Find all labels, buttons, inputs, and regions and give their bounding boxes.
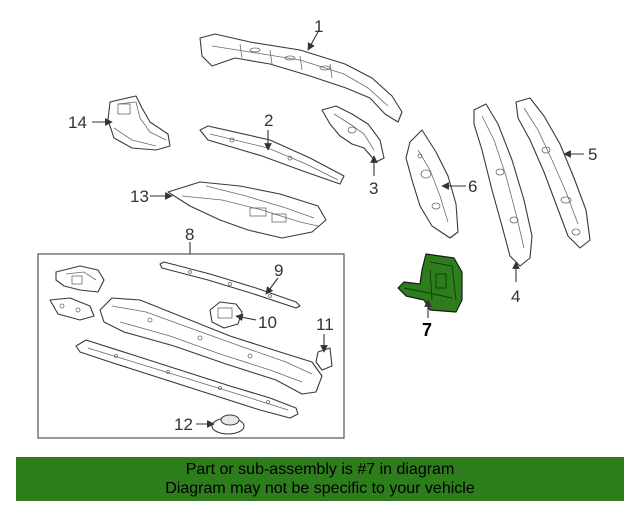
part-4-pillar[interactable] <box>473 103 533 267</box>
banner-line-2: Diagram may not be specific to your vehi… <box>165 480 475 497</box>
notice-banner: Part or sub-assembly is #7 in diagram Di… <box>16 457 624 501</box>
callout-9: 9 <box>274 261 283 280</box>
part-10-plate[interactable] <box>209 301 243 329</box>
part-11-clip[interactable] <box>315 347 333 371</box>
part-2-rail[interactable] <box>199 125 345 185</box>
callout-8: 8 <box>185 225 194 244</box>
callout-2: 2 <box>264 111 273 130</box>
part-1-rail[interactable] <box>199 33 403 123</box>
part-14-bracket[interactable] <box>107 95 171 151</box>
part-small-bracket-a[interactable] <box>55 265 105 293</box>
banner-line-1: Part or sub-assembly is #7 in diagram <box>185 461 455 478</box>
callout-1: 1 <box>314 17 323 36</box>
callout-6: 6 <box>468 177 477 196</box>
callout-5: 5 <box>588 145 597 164</box>
part-6-pillar[interactable] <box>405 129 459 239</box>
part-7-highlighted[interactable] <box>397 253 463 313</box>
callout-7: 7 <box>422 320 432 340</box>
callout-10: 10 <box>258 313 277 332</box>
callout-12: 12 <box>174 415 193 434</box>
callout-14: 14 <box>68 113 87 132</box>
group-box-8 <box>37 253 345 439</box>
part-13-panel[interactable] <box>167 181 327 239</box>
part-rocker-upper[interactable] <box>99 297 323 395</box>
part-rocker-lower[interactable] <box>75 339 299 419</box>
callout-4: 4 <box>511 287 520 306</box>
part-small-bracket-b[interactable] <box>49 297 95 321</box>
part-12-grommet[interactable] <box>211 414 245 435</box>
callout-3: 3 <box>369 179 378 198</box>
part-3-bracket[interactable] <box>321 105 385 163</box>
callout-11: 11 <box>316 315 334 334</box>
part-5-pillar[interactable] <box>515 97 591 249</box>
callout-13: 13 <box>130 187 149 206</box>
